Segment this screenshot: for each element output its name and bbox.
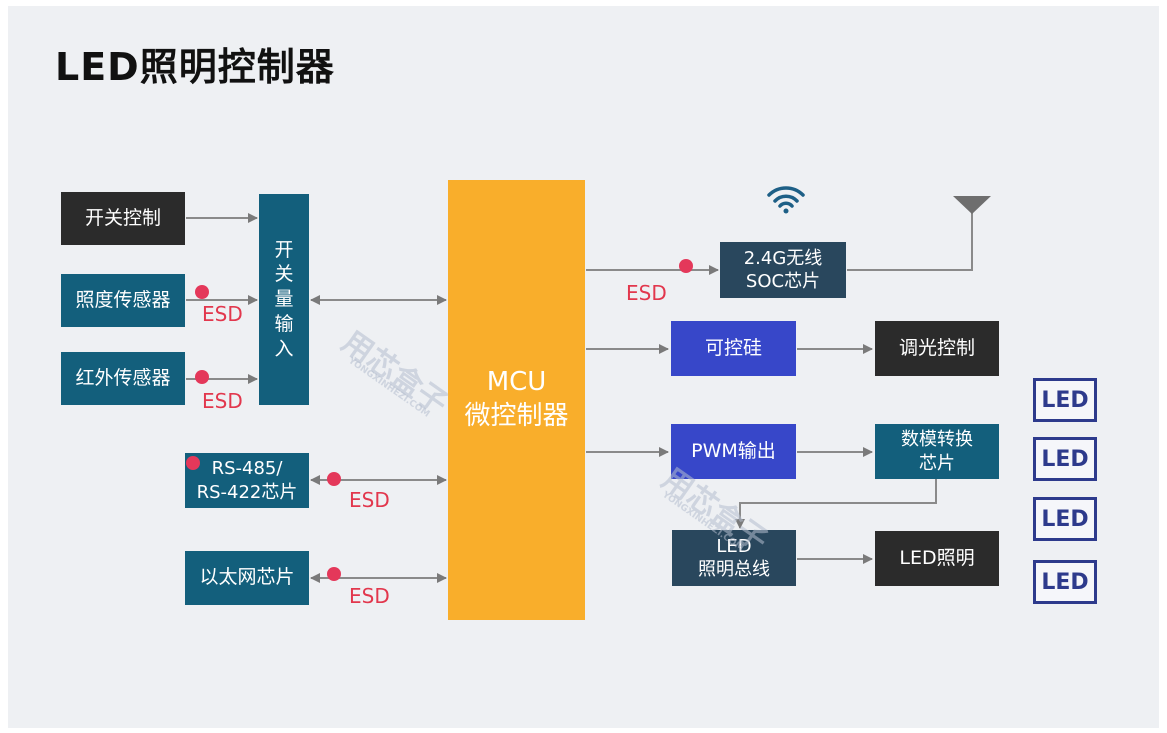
antenna-icon [953,196,991,214]
wireless-soc-block: 2.4G无线 SOC芯片 [720,242,846,298]
led-bus-line: LED [716,535,752,557]
rs485-line: RS-485/ [211,458,283,480]
esd-dot [195,285,209,299]
rs485-block: RS-485/ RS-422芯片 [185,453,309,508]
wireless-soc-line: 2.4G无线 [743,247,823,269]
dimming-control-block: 调光控制 [875,321,999,376]
dac-line: 芯片 [919,452,955,474]
esd-label: ESD [626,281,667,305]
esd-label: ESD [349,488,390,512]
esd-label: ESD [349,584,390,608]
led-bus-line: 照明总线 [698,559,770,580]
switch-input-char: 入 [274,337,294,360]
switch-input-block: 开 关 量 输 入 [259,194,309,405]
switch-input-char: 开 [274,238,294,261]
led-icon: LED [1033,437,1097,481]
wire-dac-ledbus [735,479,937,529]
dac-chip-block: 数模转换 芯片 [875,424,999,479]
wifi-icon [767,186,805,214]
page-title: LED照明控制器 [55,45,335,89]
ethernet-block: 以太网芯片 [185,551,309,605]
switch-input-char: 关 [274,263,294,286]
switch-input-char: 输 [274,312,294,335]
esd-dot [327,567,341,581]
mcu-label: MCU [486,367,547,398]
mcu-block: MCU 微控制器 [448,180,585,620]
light-sensor-block: 照度传感器 [61,274,185,327]
led-icon: LED [1033,378,1097,422]
switch-input-char: 量 [274,288,294,311]
esd-dot [186,456,200,470]
dac-line: 数模转换 [901,429,973,451]
esd-dot [679,259,693,273]
led-icon: LED [1033,560,1097,604]
esd-label: ESD [202,302,243,326]
mcu-sublabel: 微控制器 [464,401,569,431]
led-icon: LED [1033,497,1097,541]
esd-dot [327,472,341,486]
scr-block: 可控硅 [671,321,796,376]
pwm-output-block: PWM输出 [671,424,796,479]
led-lighting-block: LED照明 [875,531,999,586]
ir-sensor-block: 红外传感器 [61,352,185,405]
rs485-line: RS-422芯片 [196,481,298,503]
esd-dot [195,370,209,384]
esd-label: ESD [202,389,243,413]
switch-control-block: 开关控制 [61,192,185,245]
wireless-soc-line: SOC芯片 [745,271,821,292]
led-bus-block: LED 照明总线 [672,530,796,586]
wire-wireless-antenna [847,205,973,271]
